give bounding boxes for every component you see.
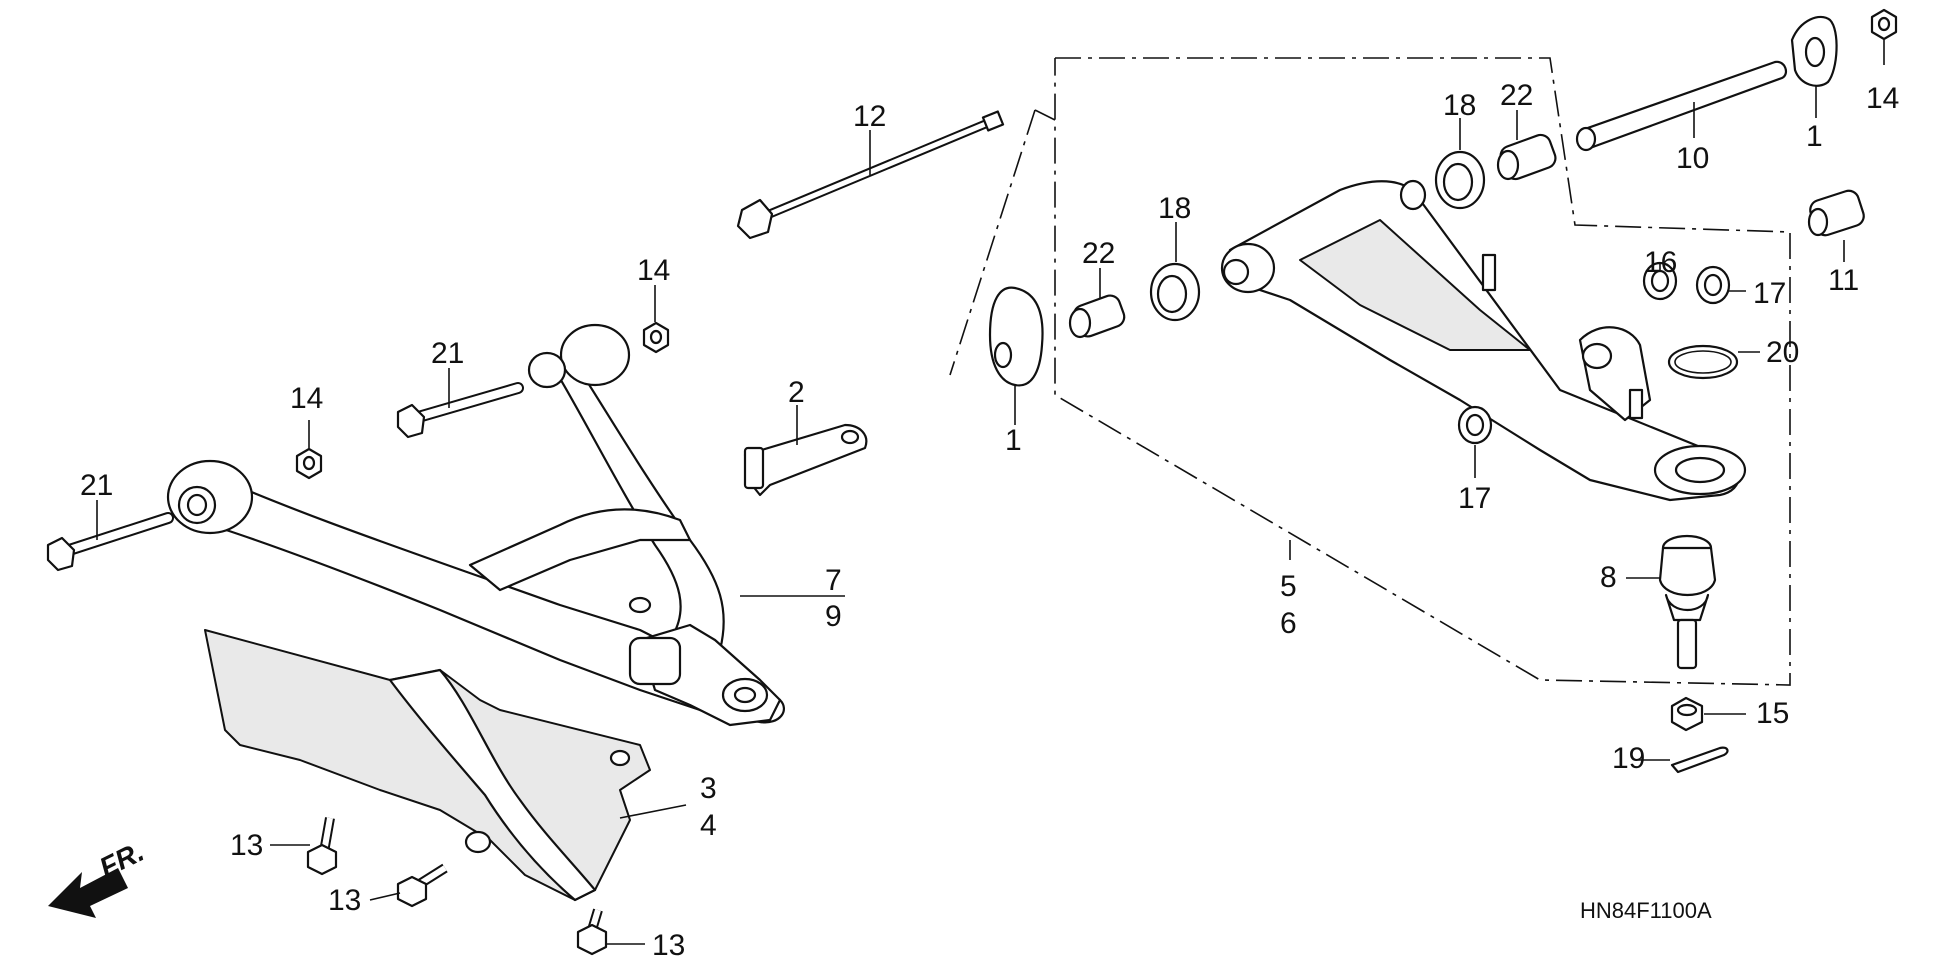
callout-4: 4 xyxy=(700,809,717,842)
callout-17-left: 17 xyxy=(1458,482,1491,515)
callout-3: 3 xyxy=(700,772,717,805)
assembly-outline xyxy=(949,57,1791,686)
callout-5: 5 xyxy=(1280,570,1297,603)
callout-2: 2 xyxy=(788,376,805,409)
callout-13-c: 13 xyxy=(652,929,685,962)
bolt-13-a xyxy=(306,817,338,876)
callout-8: 8 xyxy=(1600,561,1617,594)
callout-labels: 1 1 2 3 4 5 6 7 8 9 10 11 12 13 13 13 14… xyxy=(80,79,1899,962)
callout-22-right: 22 xyxy=(1500,79,1533,112)
nut-14-center xyxy=(642,321,670,354)
callout-7: 7 xyxy=(825,564,842,597)
callout-20: 20 xyxy=(1766,336,1799,369)
bushing-22-right xyxy=(1496,133,1557,181)
washer-1-left xyxy=(988,286,1044,387)
seal-18-left xyxy=(1149,262,1201,322)
seal-17-right xyxy=(1695,265,1731,305)
bolt-13-c xyxy=(576,908,608,956)
bushing-22-left xyxy=(1068,294,1126,339)
callout-18-right: 18 xyxy=(1443,89,1476,122)
callout-14-center: 14 xyxy=(637,254,670,287)
cotter-pin-19 xyxy=(1670,746,1729,774)
callout-16: 16 xyxy=(1644,246,1677,279)
callout-1-left: 1 xyxy=(1005,424,1022,457)
snap-ring-20 xyxy=(1667,344,1739,380)
callout-15: 15 xyxy=(1756,697,1789,730)
bolt-13-b xyxy=(396,863,448,908)
seal-18-right xyxy=(1434,150,1486,210)
bolt-21-left xyxy=(46,512,174,572)
callout-12: 12 xyxy=(853,100,886,133)
bolt-21-upper xyxy=(396,382,524,439)
callout-14-left: 14 xyxy=(290,382,323,415)
lower-arm xyxy=(1220,179,1747,502)
callout-21-upper: 21 xyxy=(431,337,464,370)
callout-6: 6 xyxy=(1280,607,1297,640)
callout-1-right: 1 xyxy=(1806,120,1823,153)
upper-arm xyxy=(166,323,785,727)
front-arrow-icon: FR. xyxy=(48,836,149,918)
washer-1-right xyxy=(1790,15,1838,87)
bracket-2 xyxy=(743,423,868,497)
collar-11 xyxy=(1807,189,1865,237)
callout-9: 9 xyxy=(825,600,842,633)
callout-10: 10 xyxy=(1676,142,1709,175)
callout-11: 11 xyxy=(1828,264,1859,297)
ball-joint-8 xyxy=(1658,534,1717,670)
long-bolt-12 xyxy=(736,110,1005,240)
nut-14-left xyxy=(295,447,323,480)
seal-17-left xyxy=(1457,405,1493,445)
callout-13-a: 13 xyxy=(230,829,263,862)
callout-22-left: 22 xyxy=(1082,237,1115,270)
callout-19: 19 xyxy=(1612,742,1645,775)
bearing-16 xyxy=(1642,261,1678,301)
skid-guard xyxy=(204,629,651,902)
callout-21-left: 21 xyxy=(80,469,113,502)
nut-14-right xyxy=(1870,8,1898,41)
callout-14-right: 14 xyxy=(1866,82,1899,115)
callout-13-b: 13 xyxy=(328,884,361,917)
leader-lines xyxy=(96,40,1885,945)
shaft-10 xyxy=(1575,60,1788,152)
callout-17-right: 17 xyxy=(1753,277,1786,310)
callout-18-left: 18 xyxy=(1158,192,1191,225)
drawing-code: HN84F1100A xyxy=(1580,898,1712,923)
castle-nut-15 xyxy=(1670,696,1704,732)
